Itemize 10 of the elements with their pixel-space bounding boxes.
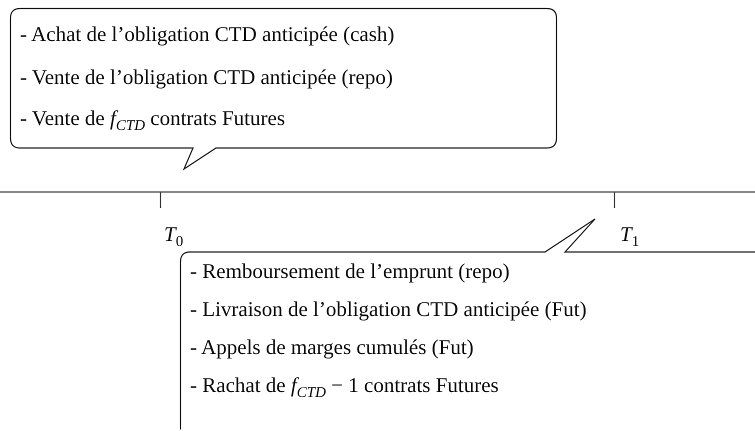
list-item: - Appels de marges cumulés (Fut) xyxy=(190,334,474,360)
list-item: - Livraison de l’obligation CTD anticipée (Fut) xyxy=(190,296,587,322)
time-label: T$_{0}$ xyxy=(164,222,184,252)
callout-bubble xyxy=(10,8,557,170)
time-label: T$_{1}$ xyxy=(620,222,640,252)
list-item: - Vente de f$_{CTD}$ contrats Futures xyxy=(20,105,286,136)
list-item: - Achat de l’obligation CTD anticipée (cash) xyxy=(20,21,394,47)
list-item: - Vente de l’obligation CTD anticipée (repo) xyxy=(20,64,393,90)
list-item: - Remboursement de l’emprunt (repo) xyxy=(190,258,510,284)
list-item: - Rachat de f$_{CTD}$ − 1 contrats Futures xyxy=(190,372,499,404)
